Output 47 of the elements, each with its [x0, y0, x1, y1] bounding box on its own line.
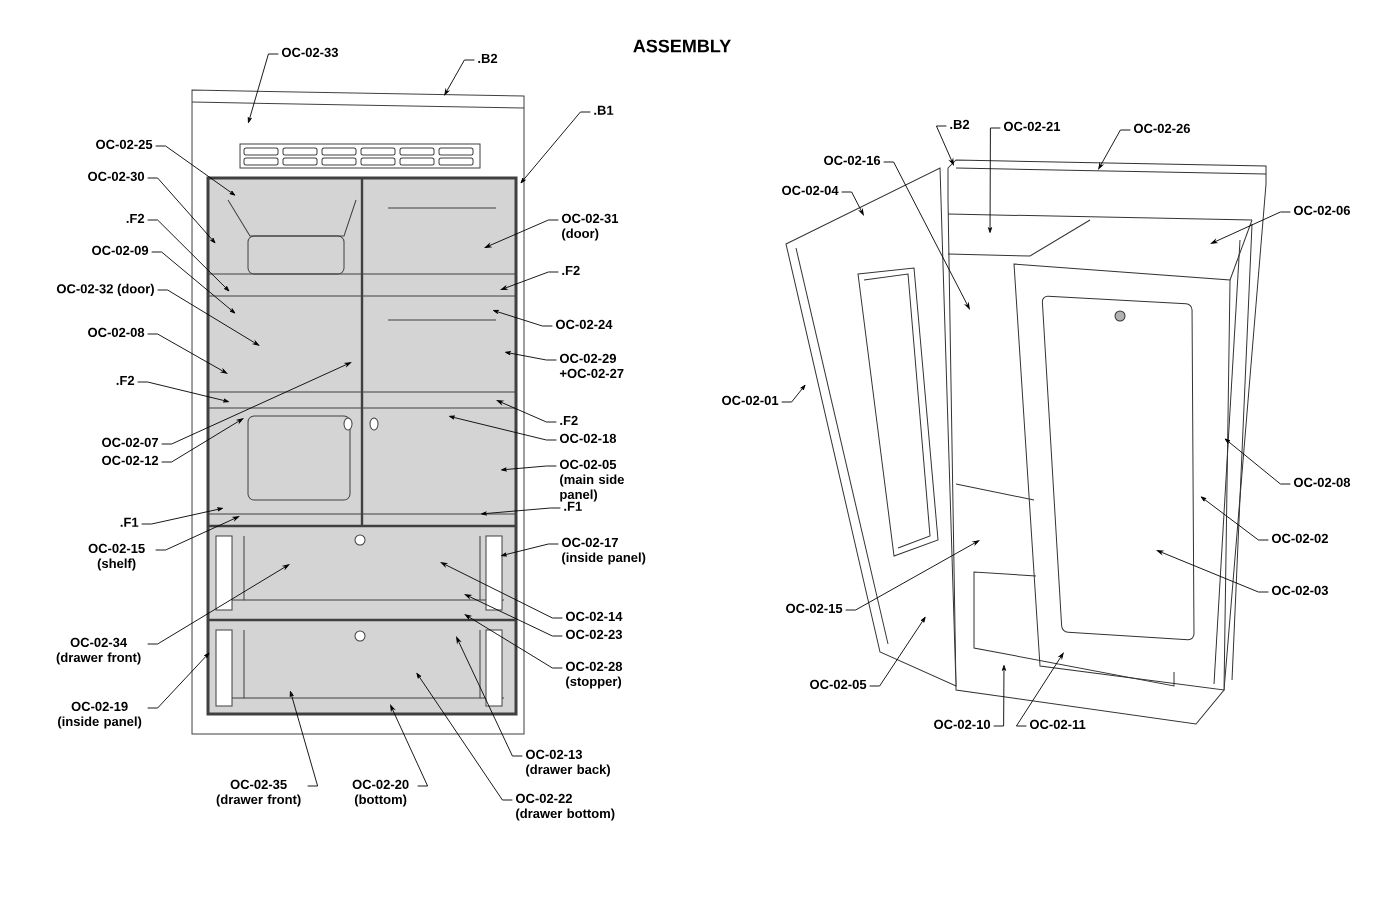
leader-line [247, 53, 279, 124]
leader-line [883, 161, 970, 310]
leader-line [781, 384, 806, 403]
leader-line [501, 465, 557, 472]
leader-line [987, 127, 1001, 233]
leader-line [1210, 211, 1291, 244]
leader-line [501, 543, 559, 557]
leader-line [161, 418, 244, 463]
title: ASSEMBLY [633, 39, 731, 53]
leader-line [481, 507, 561, 516]
leader-line [869, 616, 926, 687]
leader-line [390, 704, 429, 787]
leader-line [157, 289, 260, 346]
leader-line [155, 516, 240, 551]
leader-line [416, 672, 513, 801]
leader-line [161, 362, 352, 445]
leader-line [1224, 438, 1291, 485]
leader-line [151, 251, 236, 314]
leader-line [520, 111, 591, 184]
leader-line [440, 562, 563, 619]
leader-line [1015, 652, 1064, 727]
leader-line [141, 507, 224, 525]
leader-line [147, 177, 216, 244]
leader-line [496, 400, 557, 423]
leader-line [845, 540, 980, 611]
leader-line [484, 219, 559, 248]
leader-line [449, 415, 557, 441]
leader-line [464, 594, 563, 637]
leader-line [456, 636, 523, 757]
leader-line [505, 351, 557, 361]
leader-line [147, 652, 210, 709]
leader-line [1200, 496, 1269, 541]
leader-line [147, 219, 230, 292]
leader-line [137, 381, 230, 403]
leader-line [492, 309, 553, 327]
leader-line [464, 614, 563, 669]
leader-line [147, 564, 290, 645]
leader-line [289, 690, 319, 787]
leader-line [147, 333, 228, 374]
leader-line [841, 191, 864, 216]
leader-line [935, 125, 954, 166]
leader-line [155, 145, 236, 196]
leader-line [500, 271, 559, 290]
leader-line [1156, 550, 1269, 593]
leader-line [993, 665, 1007, 727]
leader-line [444, 59, 475, 96]
leader-line [1098, 129, 1131, 170]
